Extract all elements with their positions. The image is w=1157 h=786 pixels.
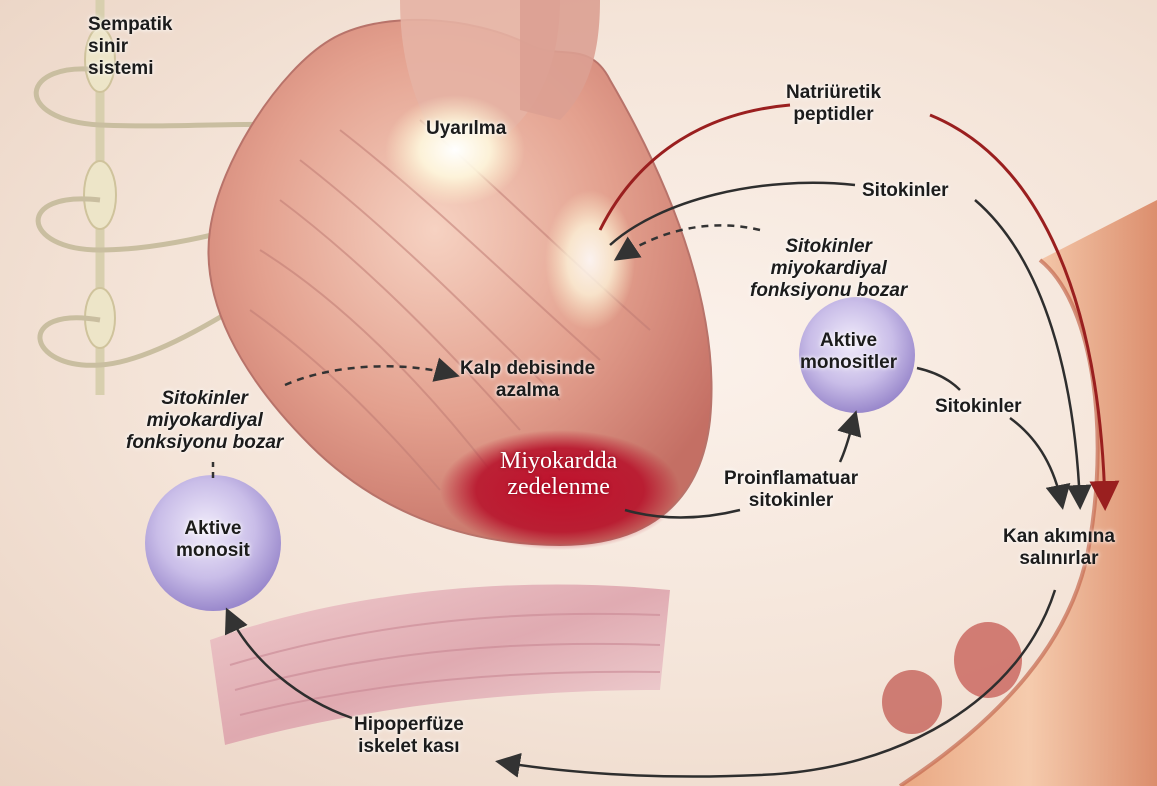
label-bloodstream: Kan akımına salınırlar	[1003, 526, 1115, 570]
label-natriuretic: Natriüretik peptidler	[786, 82, 881, 126]
label-cytokines-top: Sitokinler	[862, 180, 949, 202]
label-active-monocytes: Aktive monositler	[800, 330, 897, 374]
arrow-natriuretic-to-bloodstream	[930, 115, 1105, 505]
label-hypoperfused: Hipoperfüze iskelet kası	[354, 714, 464, 758]
red-blood-cell	[954, 622, 1022, 698]
heart	[208, 0, 711, 550]
label-excitation: Uyarılma	[426, 118, 506, 140]
label-active-monocyte: Aktive monosit	[176, 518, 250, 562]
arrow-proinflammatory-to-monocytes	[840, 415, 855, 462]
arrow-monocytes-to-cytokines	[917, 368, 960, 390]
arrow-cytokines-right-to-bloodstream	[1010, 418, 1062, 505]
label-cytokines-impair-left: Sitokinler miyokardiyal fonksiyonu bozar	[126, 388, 283, 454]
label-cytokines-right: Sitokinler	[935, 396, 1022, 418]
label-cytokines-impair-right: Sitokinler miyokardiyal fonksiyonu bozar	[750, 236, 907, 302]
label-cardiac-output: Kalp debisinde azalma	[460, 358, 595, 402]
label-sympathetic: Sempatik sinir sistemi	[88, 14, 172, 80]
red-blood-cell	[882, 670, 942, 734]
label-myocardial-injury: Miyokardda zedelenme	[500, 448, 617, 500]
arrow-cytokines-to-bloodstream	[975, 200, 1080, 505]
label-proinflammatory: Proinflamatuar sitokinler	[724, 468, 858, 512]
